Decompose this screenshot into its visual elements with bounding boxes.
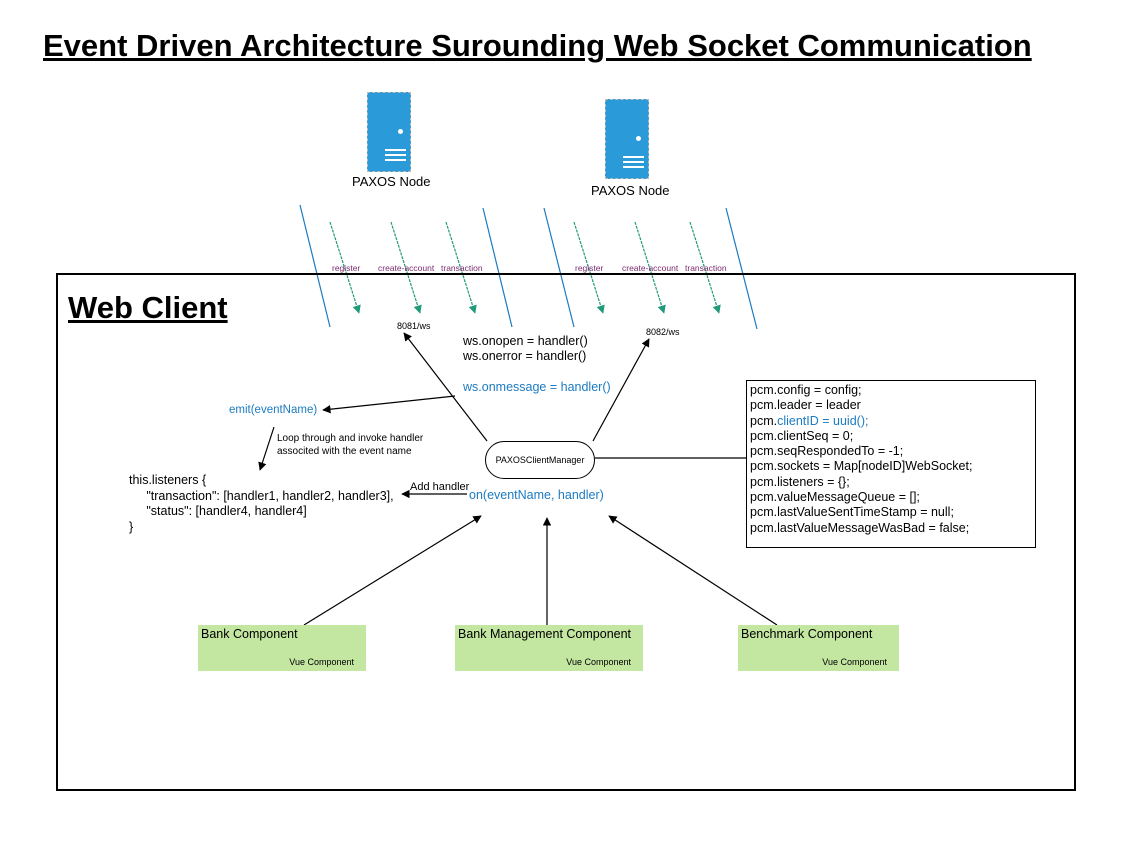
event-label-create-account: create-account [622, 263, 679, 273]
server-icon [605, 99, 649, 179]
paxos-node-label: PAXOS Node [591, 183, 670, 198]
emit-to-listeners-arrow [258, 426, 275, 471]
page-title: Event Driven Architecture Surounding Web… [43, 28, 1032, 63]
bank-component: Bank Component Vue Component [198, 625, 366, 671]
ws-onmessage-text: ws.onmessage = handler() [463, 380, 611, 394]
onmessage-to-emit-arrow [322, 395, 456, 414]
pcm-prop: pcm.seqRespondedTo = -1; [750, 444, 904, 459]
pcm-prop: pcm.clientSeq = 0; [750, 428, 854, 443]
pcm-prop: pcm.valueMessageQueue = []; [750, 490, 920, 505]
pcm-properties-box: pcm.config = config; pcm.leader = leader… [746, 380, 1036, 548]
emit-call: emit(eventName) [229, 404, 318, 416]
benchmark-component: Benchmark Component Vue Component [738, 625, 899, 671]
ws-connection-line [543, 207, 575, 328]
pcm-prop: pcm.lastValueSentTimeStamp = null; [750, 505, 954, 520]
port-label: 8081/ws [397, 321, 431, 331]
event-label-register: register [575, 263, 604, 273]
server-icon [367, 92, 411, 172]
on-call: on(eventName, handler) [469, 488, 604, 502]
event-label-transaction: transaction [441, 263, 483, 273]
manager-to-8081-arrow [403, 332, 488, 442]
ws-onerror-text: ws.onerror = handler() [463, 349, 587, 363]
pcm-prop: pcm.lastValueMessageWasBad = false; [750, 520, 970, 535]
event-label-create-account: create-account [378, 263, 435, 273]
listeners-code: this.listeners { "transaction": [handler… [129, 473, 394, 534]
pcm-prop: pcm.listeners = {}; [750, 474, 850, 489]
paxos-node-label: PAXOS Node [352, 174, 431, 189]
paxos-client-manager: PAXOSClientManager [485, 441, 595, 479]
ws-connection-line [482, 207, 513, 328]
bank-management-component: Bank Management Component Vue Component [455, 625, 643, 671]
pcm-prop: pcm.sockets = Map[nodeID]WebSocket; [750, 459, 973, 474]
pcm-prop: pcm.leader = leader [750, 398, 861, 413]
bank-component-arrow [303, 515, 482, 626]
ws-connection-line [725, 207, 758, 330]
ws-connection-line [299, 204, 331, 328]
add-handler-label: Add handler [410, 481, 470, 493]
loop-note: Loop through and invoke handler associte… [277, 433, 424, 457]
event-label-transaction: transaction [685, 263, 727, 273]
web-client-container [56, 273, 1076, 791]
event-label-register: register [332, 263, 361, 273]
web-client-title: Web Client [68, 290, 228, 325]
manager-to-8082-arrow [592, 338, 650, 442]
pcm-prop: pcm.config = config; [750, 383, 862, 397]
ws-onopen-text: ws.onopen = handler() [463, 334, 588, 348]
pcm-prop: pcm.clientID = uuid(); [750, 413, 869, 428]
benchmark-component-arrow [608, 515, 778, 626]
port-label: 8082/ws [646, 327, 680, 337]
